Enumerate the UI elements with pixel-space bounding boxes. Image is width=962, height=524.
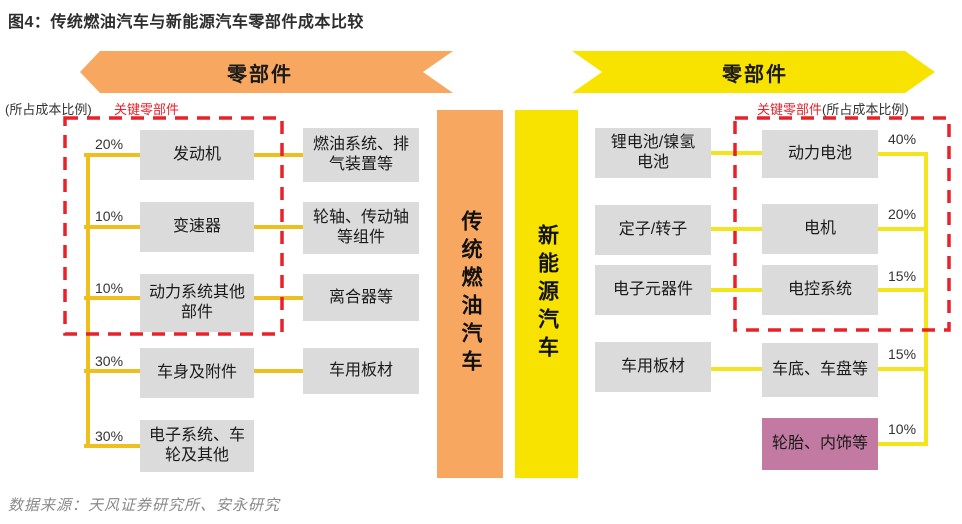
material-box: 离合器等 [303,274,419,321]
part-box: 车身及附件 [140,348,254,398]
connector-lines-left [84,153,305,448]
traditional-vehicle-label: 传统燃油汽车 [459,210,482,378]
nev-vehicle-label: 新能源汽车 [535,224,559,364]
material-box: 锂电池/镍氢电池 [595,128,711,178]
part-box: 动力电池 [762,130,878,178]
material-box: 车用板材 [595,342,711,392]
percent-label: 15% [888,346,917,362]
percent-label: 30% [95,353,124,369]
parts-arrow-left-label: 零部件 [227,64,293,86]
parts-arrow-right-label: 零部件 [722,64,788,86]
key-parts-dashed-box-left [63,116,284,336]
material-box: 轮轴、传动轴等组件 [303,202,419,254]
part-box: 动力系统其他部件 [140,274,254,332]
cost-ratio-note-left: (所占成本比例) [5,102,92,117]
parts-arrow-right [572,51,935,93]
percent-label: 15% [888,268,917,284]
percent-label: 20% [95,136,124,152]
data-source-note: 数据来源：天风证券研究所、安永研究 [8,497,281,514]
traditional-vehicle-bar: 传统燃油汽车 [437,110,503,478]
part-box: 电控系统 [762,265,878,315]
percent-label: 40% [888,131,917,147]
connector-lines-right [709,151,928,446]
figure-title: 图4：传统燃油汽车与新能源汽车零部件成本比较 [8,14,364,31]
cost-ratio-note-right: (所占成本比例) [822,102,909,117]
nev-vehicle-bar: 新能源汽车 [515,110,578,478]
part-box: 变速器 [140,202,254,252]
percent-label: 10% [95,208,124,224]
part-box-highlight: 轮胎、内饰等 [762,418,878,470]
percent-label: 10% [888,421,917,437]
parts-arrow-left [80,51,453,93]
key-parts-dashed-box-right [733,116,951,332]
material-box: 燃油系统、排气装置等 [303,128,419,182]
key-parts-note-left: 关键零部件 [114,102,180,117]
part-box: 电子系统、车轮及其他 [140,420,254,472]
material-box: 车用板材 [303,348,419,394]
key-parts-note-right: 关键零部件 [757,102,823,117]
material-box: 电子元器件 [595,265,711,315]
percent-label: 20% [888,206,917,222]
percent-label: 10% [95,280,124,296]
material-box: 定子/转子 [595,205,711,255]
percent-label: 30% [95,428,124,444]
part-box: 发动机 [140,130,254,180]
part-box: 车底、车盘等 [762,343,878,397]
part-box: 电机 [762,204,878,254]
